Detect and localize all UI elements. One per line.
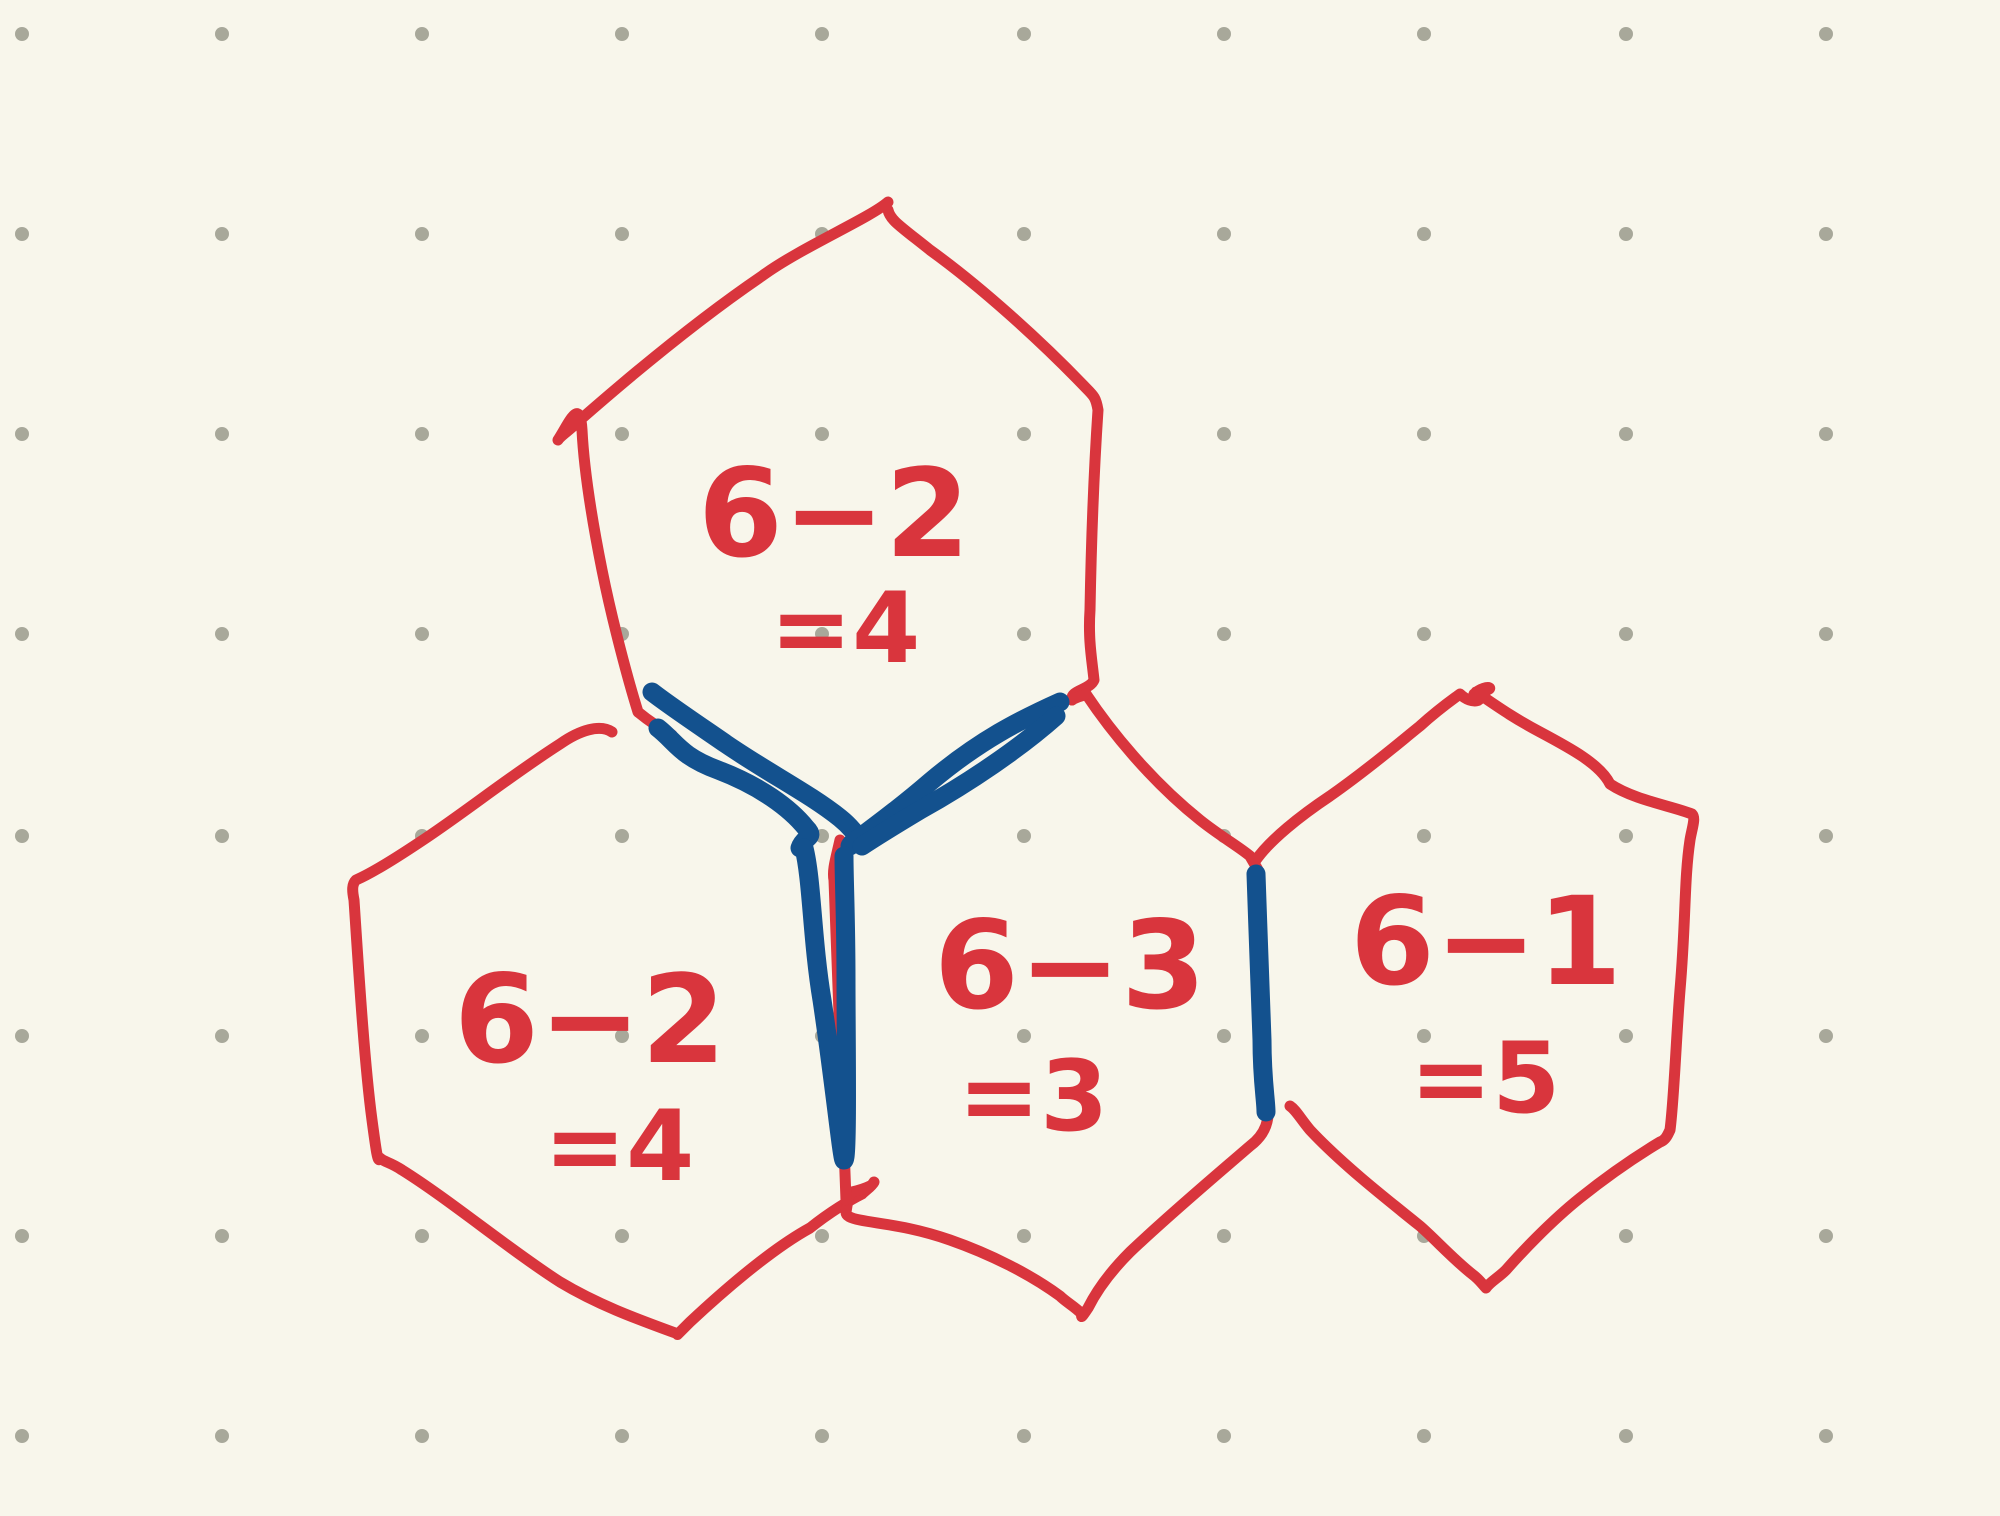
grid-dot xyxy=(15,27,29,41)
grid-dot xyxy=(1417,27,1431,41)
grid-dot xyxy=(15,627,29,641)
grid-dot xyxy=(1819,227,1833,241)
grid-dot xyxy=(1017,227,1031,241)
hexagon-top-middle-connector xyxy=(1066,688,1092,706)
grid-dot xyxy=(815,27,829,41)
grid-dot xyxy=(1217,1029,1231,1043)
grid-dot xyxy=(15,1029,29,1043)
grid-dot xyxy=(215,1429,229,1443)
grid-dot xyxy=(215,627,229,641)
grid-dot xyxy=(15,829,29,843)
grid-dot xyxy=(1417,1029,1431,1043)
hexagon-right-outline xyxy=(1250,682,1700,1294)
grid-dot xyxy=(815,1229,829,1243)
hexagon-top-result: =4 xyxy=(770,572,920,686)
grid-dot xyxy=(815,627,829,641)
hexagon-left-result: =4 xyxy=(544,1090,694,1204)
grid-dot xyxy=(1619,227,1633,241)
grid-dot xyxy=(415,1029,429,1043)
grid-dot xyxy=(215,829,229,843)
hexagon-labels: 6−2 =4 6−2 =4 6−3 =3 6−1 =5 xyxy=(454,443,1622,1204)
grid-dot xyxy=(215,227,229,241)
grid-dot xyxy=(415,1229,429,1243)
grid-dot xyxy=(1819,427,1833,441)
hexagon-right-expression: 6−1 xyxy=(1350,871,1622,1013)
grid-dot xyxy=(1017,627,1031,641)
grid-dot xyxy=(1017,1429,1031,1443)
shared-edge-middle-right xyxy=(1246,864,1276,1122)
grid-dot xyxy=(1619,1029,1633,1043)
grid-dot xyxy=(15,427,29,441)
grid-dot xyxy=(1819,1429,1833,1443)
hexagon-middle-expression: 6−3 xyxy=(934,895,1206,1037)
grid-dot xyxy=(1819,627,1833,641)
grid-dot xyxy=(1017,1229,1031,1243)
grid-dot xyxy=(615,1029,629,1043)
grid-dot xyxy=(15,1429,29,1443)
grid-dot xyxy=(815,1429,829,1443)
grid-dot xyxy=(15,227,29,241)
grid-dot xyxy=(1619,1229,1633,1243)
grid-dot xyxy=(1417,227,1431,241)
grid-dot xyxy=(1417,427,1431,441)
grid-dot xyxy=(615,1229,629,1243)
grid-dot xyxy=(415,627,429,641)
grid-dot xyxy=(1619,427,1633,441)
shared-edge-top-middle-inner xyxy=(852,706,1066,856)
grid-dot xyxy=(415,427,429,441)
hexagon-top-outline xyxy=(552,196,1104,741)
grid-dot xyxy=(15,1229,29,1243)
grid-dot xyxy=(1217,427,1231,441)
dot-grid xyxy=(15,27,1833,1443)
grid-dot xyxy=(215,427,229,441)
grid-dot xyxy=(215,27,229,41)
grid-dot xyxy=(1217,1429,1231,1443)
grid-dot xyxy=(1017,427,1031,441)
grid-dot xyxy=(1217,627,1231,641)
hexagon-top-expression: 6−2 xyxy=(698,443,970,585)
hexagon-left-expression: 6−2 xyxy=(454,949,726,1091)
grid-dot xyxy=(1619,27,1633,41)
grid-dot xyxy=(1017,829,1031,843)
grid-dot xyxy=(415,27,429,41)
grid-dot xyxy=(1819,1229,1833,1243)
grid-dot xyxy=(1417,1429,1431,1443)
grid-dot xyxy=(615,1429,629,1443)
grid-dot xyxy=(415,227,429,241)
hexagon-middle-outline xyxy=(840,688,1274,1322)
grid-dot xyxy=(615,27,629,41)
grid-dot xyxy=(1217,227,1231,241)
grid-dot xyxy=(815,427,829,441)
hexagon-left-outline xyxy=(347,723,880,1340)
grid-dot xyxy=(1017,27,1031,41)
grid-dot xyxy=(1217,27,1231,41)
shared-edge-left-middle xyxy=(794,838,856,1170)
grid-dot xyxy=(1417,627,1431,641)
grid-dot xyxy=(1819,1029,1833,1043)
grid-dot xyxy=(615,227,629,241)
grid-dot xyxy=(1017,1029,1031,1043)
shared-edge-top-left xyxy=(642,682,866,844)
grid-dot xyxy=(215,1229,229,1243)
shared-edge-top-left-inner xyxy=(648,718,820,858)
grid-dot xyxy=(415,1429,429,1443)
grid-dot xyxy=(1417,829,1431,843)
grid-dot xyxy=(1819,829,1833,843)
grid-dot xyxy=(1619,627,1633,641)
hexagon-right-result: =5 xyxy=(1410,1022,1560,1136)
shared-edges xyxy=(642,682,1276,1170)
grid-dot xyxy=(1819,27,1833,41)
grid-dot xyxy=(615,427,629,441)
grid-dot xyxy=(215,1029,229,1043)
grid-dot xyxy=(615,829,629,843)
grid-dot xyxy=(1619,829,1633,843)
grid-dot xyxy=(1217,1229,1231,1243)
hexagon-middle-result: =3 xyxy=(958,1040,1108,1154)
grid-dot xyxy=(1619,1429,1633,1443)
